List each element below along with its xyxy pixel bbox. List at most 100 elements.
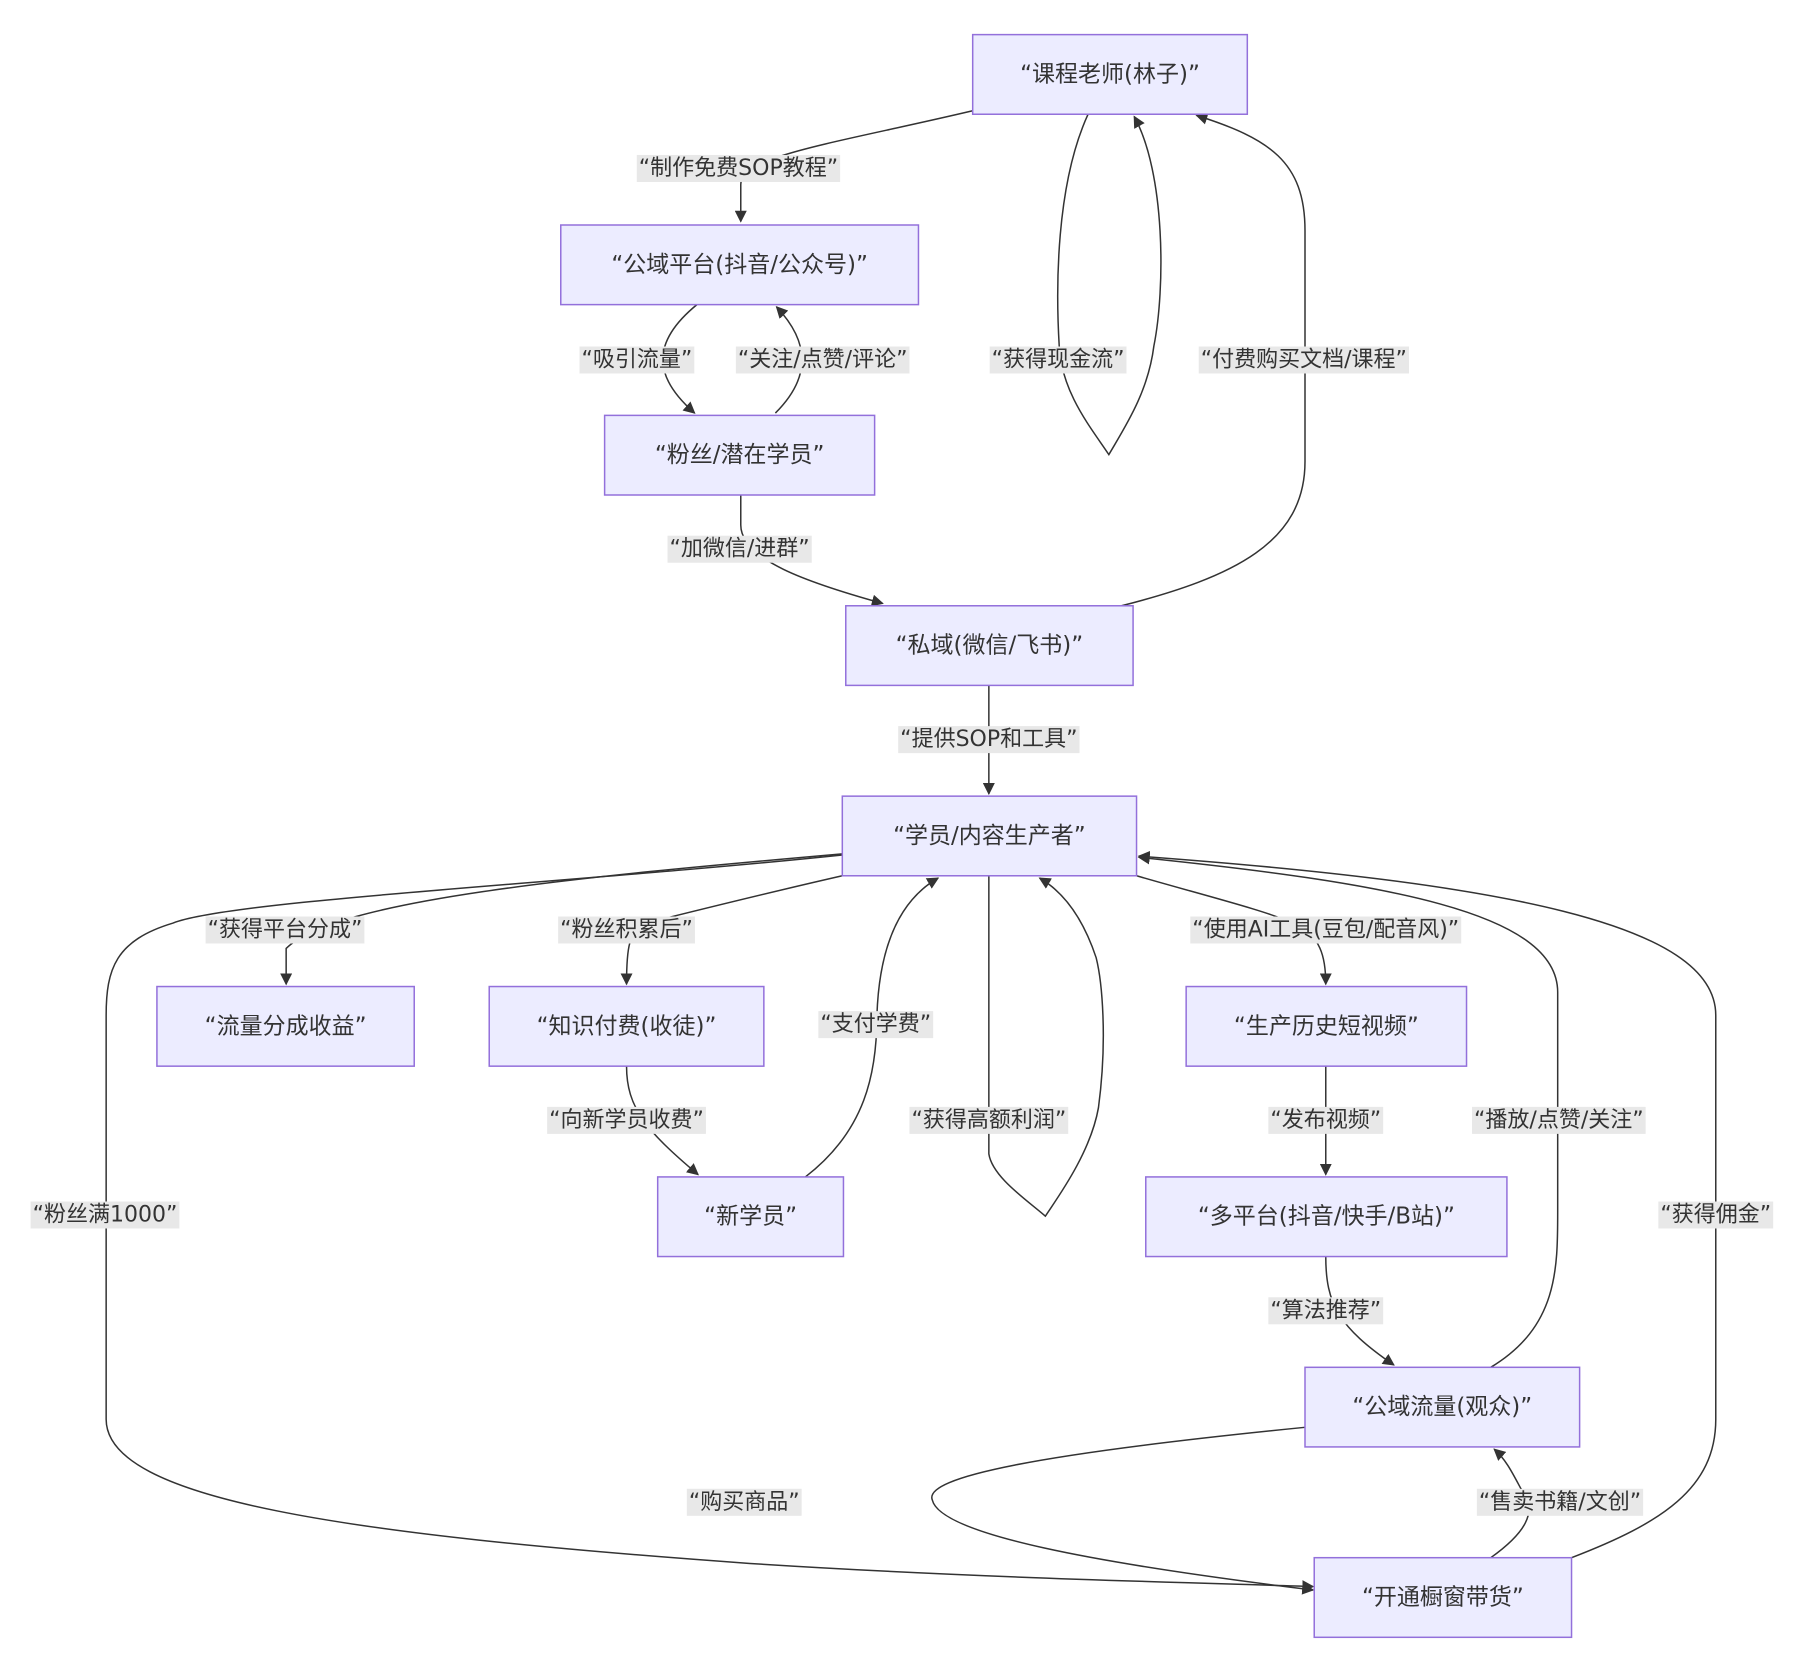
edge-label-text: “购买商品” <box>689 1490 800 1515</box>
node-box <box>603 414 876 496</box>
node-label: “公域平台(抖音/公众号)” <box>611 252 868 278</box>
edge-label-background <box>1190 916 1462 944</box>
edge-label-shop_window-to-public_traffic: “售卖书籍/文创” <box>1476 1488 1644 1516</box>
edge-label-background <box>898 726 1080 754</box>
edge-student-to-student <box>988 875 1105 1218</box>
node-box <box>1185 985 1468 1067</box>
edge-label-text: “获得平台分成” <box>208 918 363 943</box>
edge-shop_window-to-public_traffic <box>1490 1448 1530 1559</box>
edge-label-background <box>1198 346 1409 374</box>
edge-label-public_traffic-to-shop_window: “购买商品” <box>686 1488 802 1516</box>
edge-label-text: “发布视频” <box>1270 1108 1381 1133</box>
edge-label-background <box>735 346 910 374</box>
edge-shop_window-to-student <box>1137 850 1717 1559</box>
edge-label-background <box>636 154 841 182</box>
node-label: “私域(微信/飞书)” <box>896 633 1084 659</box>
node-produce-video: “生产历史短视频” <box>1185 985 1468 1067</box>
edge-label-knowledge_pay-to-new_student: “向新学员收费” <box>547 1106 706 1134</box>
node-box <box>560 224 920 306</box>
edge-label-text: “获得现金流” <box>992 348 1125 373</box>
edge-label-public_platform-to-fans: “吸引流量” <box>579 346 695 374</box>
edge-teacher-to-teacher <box>1056 113 1162 457</box>
edge-label-private-to-teacher: “付费购买文档/课程” <box>1198 346 1409 374</box>
node-label: “公域流量(观众)” <box>1352 1394 1532 1420</box>
edge-label-background <box>30 1201 180 1229</box>
edge-label-background <box>1472 1106 1646 1134</box>
node-public-platform: “公域平台(抖音/公众号)” <box>560 224 920 306</box>
edge-label-background <box>547 1106 706 1134</box>
edge-labels-layer: “制作免费SOP教程” “吸引流量” “关注/点赞/评论” “获得现金流” “付费购买文… <box>30 154 1774 1516</box>
edge-label-student-to-knowledge_pay: “粉丝积累后” <box>558 916 695 944</box>
edge-label-background <box>989 346 1127 374</box>
edge-label-text: “使用AI工具(豆包/配音风)” <box>1192 918 1459 943</box>
edge-label-text: “支付学费” <box>820 1012 931 1037</box>
edge-public_traffic-to-shop_window <box>931 1426 1315 1595</box>
node-box <box>1313 1556 1573 1639</box>
edge-label-student-to-shop_window: “粉丝满1000” <box>30 1201 180 1229</box>
edge-label-background <box>818 1011 934 1039</box>
node-label: “学员/内容生产者” <box>893 823 1086 849</box>
edge-label-fans-to-private: “加微信/进群” <box>667 535 812 563</box>
node-public-traffic: “公域流量(观众)” <box>1304 1366 1581 1448</box>
node-box <box>156 985 415 1067</box>
node-box <box>971 33 1249 115</box>
edge-label-public_traffic-to-student: “播放/点赞/关注” <box>1472 1106 1646 1134</box>
node-student: “学员/内容生产者” <box>841 795 1138 877</box>
node-traffic-income: “流量分成收益” <box>156 985 415 1067</box>
edge-label-background <box>205 916 365 944</box>
edge-label-teacher-to-teacher: “获得现金流” <box>989 346 1127 374</box>
edge-label-text: “制作免费SOP教程” <box>639 156 838 181</box>
edge-label-text: “算法推荐” <box>1270 1298 1381 1323</box>
edge-label-background <box>909 1106 1069 1134</box>
node-box <box>845 605 1134 687</box>
edge-fans-to-private <box>740 495 884 607</box>
edge-label-text: “粉丝满1000” <box>33 1203 178 1228</box>
edge-label-text: “播放/点赞/关注” <box>1474 1108 1644 1133</box>
node-box <box>488 985 765 1067</box>
edge-label-background <box>1268 1106 1384 1134</box>
edge-label-text: “关注/点赞/评论” <box>738 348 908 373</box>
node-label: “多平台(抖音/快手/B站)” <box>1198 1204 1455 1230</box>
edge-label-private-to-student: “提供SOP和工具” <box>898 726 1080 754</box>
edge-label-background <box>579 346 695 374</box>
node-label: “流量分成收益” <box>205 1013 367 1039</box>
edge-label-shop_window-to-student: “获得佣金” <box>1658 1201 1774 1229</box>
edge-label-student-to-produce_video: “使用AI工具(豆包/配音风)” <box>1190 916 1462 944</box>
node-teacher: “课程老师(林子)” <box>971 33 1249 115</box>
edge-label-multi_platform-to-public_traffic: “算法推荐” <box>1268 1297 1384 1325</box>
node-box <box>1145 1176 1508 1258</box>
node-label: “粉丝/潜在学员” <box>655 442 825 468</box>
edge-label-teacher-to-public_platform: “制作免费SOP教程” <box>636 154 841 182</box>
edge-label-background <box>558 916 695 944</box>
edge-label-produce_video-to-multi_platform: “发布视频” <box>1268 1106 1384 1134</box>
node-shop-window: “开通橱窗带货” <box>1313 1556 1573 1639</box>
node-knowledge-pay: “知识付费(收徒)” <box>488 985 765 1067</box>
node-multi-platform: “多平台(抖音/快手/B站)” <box>1145 1176 1508 1258</box>
node-label: “课程老师(林子)” <box>1020 61 1200 87</box>
edge-label-text: “粉丝积累后” <box>560 918 693 943</box>
edge-label-background <box>1658 1201 1774 1229</box>
edge-label-text: “付费购买文档/课程” <box>1201 348 1407 373</box>
node-label: “生产历史短视频” <box>1234 1013 1419 1039</box>
node-box <box>841 795 1138 877</box>
edge-label-background <box>686 1488 802 1516</box>
edge-label-student-to-student: “获得高额利润” <box>909 1106 1069 1134</box>
node-label: “开通橱窗带货” <box>1362 1585 1524 1611</box>
edge-label-new_student-to-student: “支付学费” <box>818 1011 934 1039</box>
edge-label-text: “获得高额利润” <box>911 1108 1066 1133</box>
edge-label-text: “加微信/进群” <box>670 537 810 562</box>
edge-label-background <box>1476 1488 1644 1516</box>
edge-label-text: “获得佣金” <box>1660 1203 1771 1228</box>
edge-label-student-to-traffic_income: “获得平台分成” <box>205 916 365 944</box>
edge-label-fans-to-public_platform: “关注/点赞/评论” <box>735 346 910 374</box>
node-new-student: “新学员” <box>656 1176 845 1258</box>
nodes-layer: “课程老师(林子)” “公域平台(抖音/公众号)” “粉丝/潜在学员” “私域(微信/… <box>156 33 1581 1639</box>
node-box <box>656 1176 845 1258</box>
edge-label-background <box>1268 1297 1384 1325</box>
edge-label-text: “向新学员收费” <box>549 1108 704 1133</box>
node-label: “知识付费(收徒)” <box>537 1013 717 1039</box>
edge-label-text: “吸引流量” <box>582 348 693 373</box>
edge-label-background <box>667 535 812 563</box>
node-label: “新学员” <box>704 1204 797 1230</box>
